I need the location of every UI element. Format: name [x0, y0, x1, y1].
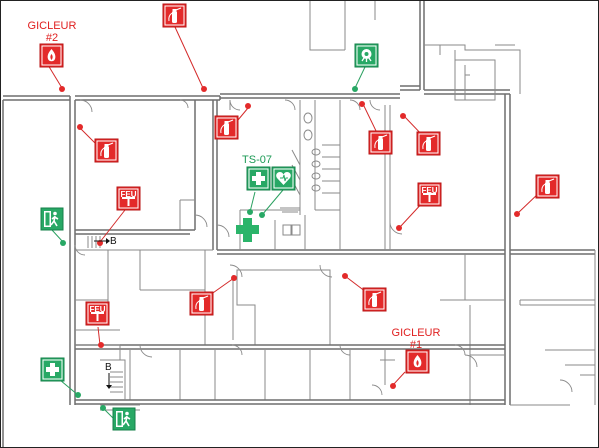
fire-alarm-icon[interactable]: FEU [417, 182, 442, 207]
fire-extinguisher-icon[interactable] [416, 131, 441, 156]
stair-b-lower: B [105, 362, 112, 389]
fire-alarm-icon[interactable]: FEU [116, 186, 141, 211]
marker-dots [59, 86, 520, 411]
first-aid-icon[interactable] [246, 166, 271, 191]
sprinkler-1-title: GICLEUR [392, 327, 441, 339]
fire-extinguisher-icon[interactable] [162, 3, 187, 28]
leader-lines [47, 26, 541, 419]
fire-extinguisher-icon[interactable] [189, 291, 214, 316]
svg-text:FEU: FEU [90, 305, 106, 314]
first-aid-station-icon[interactable] [236, 218, 259, 242]
ts07-label: TS-07 [242, 154, 272, 166]
emergency-exit-icon[interactable] [40, 207, 64, 231]
door-swings [74, 99, 573, 396]
fire-alarm-icon[interactable]: FEU [85, 301, 110, 326]
sprinkler-1-number: #1 [410, 339, 422, 351]
eyewash-icon[interactable] [354, 43, 379, 68]
fire-extinguisher-icon[interactable] [362, 287, 387, 312]
stair-b-upper: B [94, 236, 117, 247]
fire-extinguisher-icon[interactable] [368, 130, 393, 155]
fire-extinguisher-icon[interactable] [535, 174, 560, 199]
svg-text:FEU: FEU [422, 186, 438, 195]
emergency-exit-icon[interactable] [112, 407, 136, 431]
sprinkler-icon[interactable] [39, 43, 64, 68]
svg-text:B: B [110, 236, 117, 247]
defibrillator-icon[interactable] [271, 166, 296, 191]
restroom-fixtures [280, 112, 340, 236]
fire-extinguisher-icon[interactable] [94, 138, 119, 163]
svg-text:B: B [105, 362, 112, 373]
fire-extinguisher-icon[interactable] [214, 115, 239, 140]
svg-text:FEU: FEU [121, 190, 137, 199]
sprinkler-icon[interactable] [405, 349, 430, 374]
sprinkler-2-number: #2 [46, 32, 58, 44]
first-aid-icon[interactable] [40, 357, 65, 382]
sprinkler-2-title: GICLEUR [28, 20, 77, 32]
